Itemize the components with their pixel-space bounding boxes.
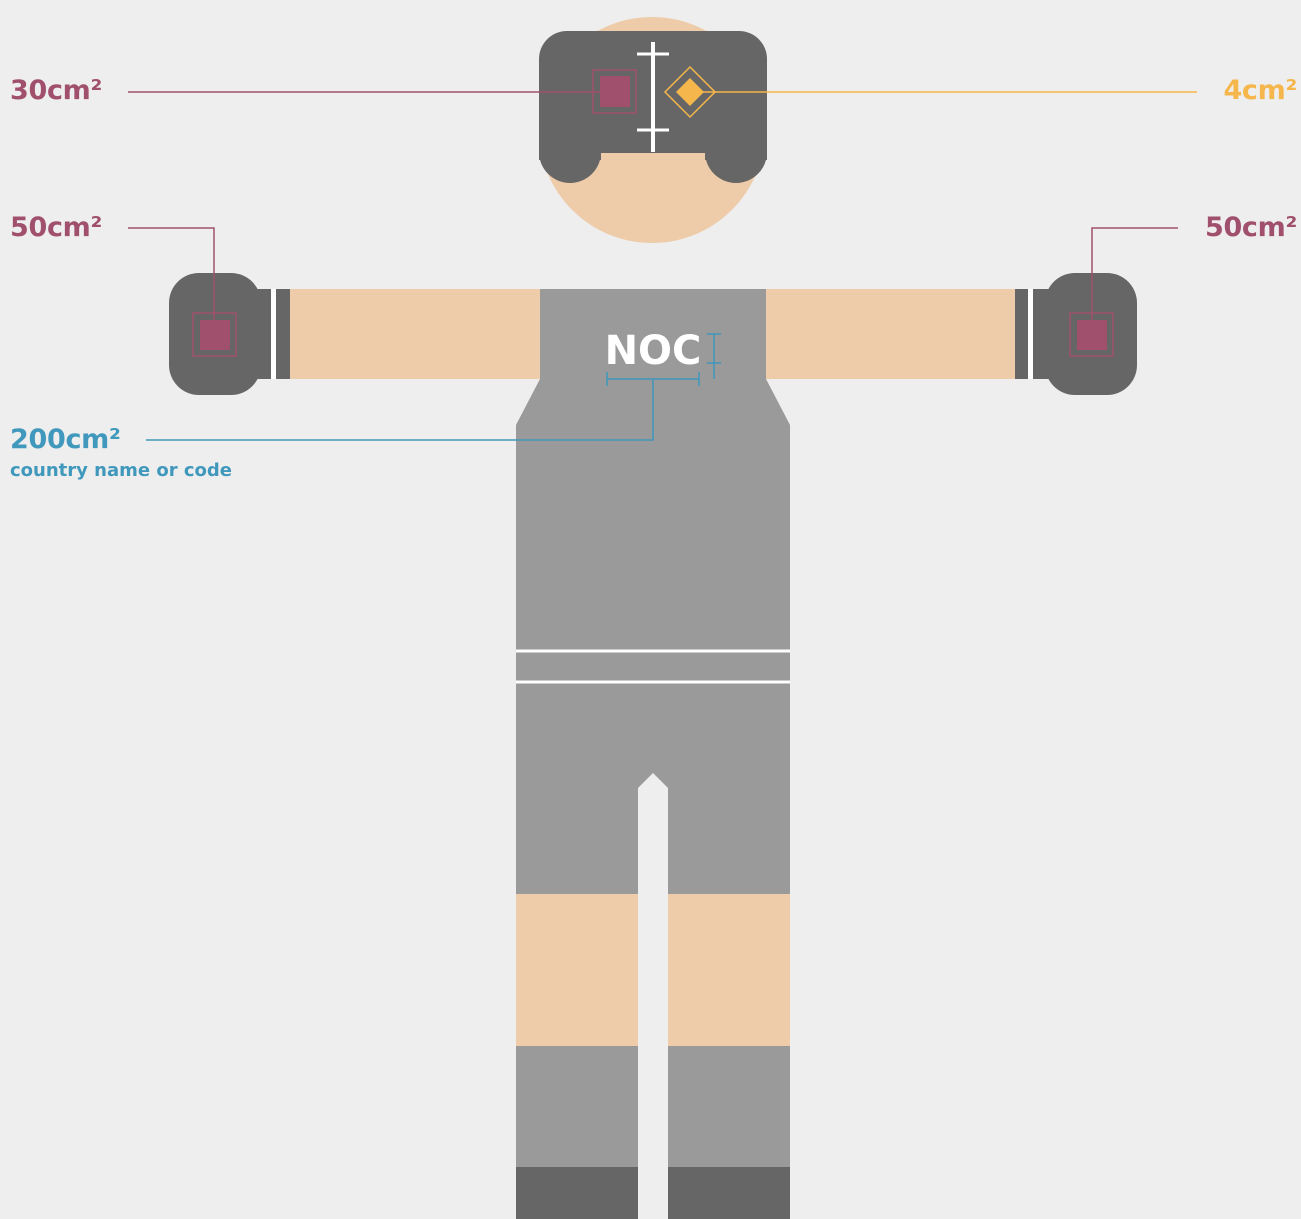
left-leg	[516, 894, 638, 1046]
right-sock	[668, 1046, 790, 1167]
headgear-logo-size-label: 30cm²	[10, 76, 102, 106]
right-glove-logo-size-label: 50cm²	[1205, 213, 1297, 243]
left-arm	[290, 289, 542, 379]
chest-country-text: NOC	[605, 328, 702, 374]
right-arm	[763, 289, 1018, 379]
waistband	[516, 650, 790, 684]
country-area-size-label: 200cm²	[10, 425, 121, 455]
right-leg	[668, 894, 790, 1046]
sponsor-logo-size-label: 4cm²	[1223, 76, 1297, 106]
left-sock	[516, 1046, 638, 1167]
right-glove-icon	[1015, 273, 1137, 395]
right-shoe	[668, 1167, 790, 1219]
left-shoe	[516, 1167, 638, 1219]
country-area-caption: country name or code	[10, 461, 232, 481]
left-glove-logo-size-label: 50cm²	[10, 213, 102, 243]
shorts	[516, 684, 790, 894]
